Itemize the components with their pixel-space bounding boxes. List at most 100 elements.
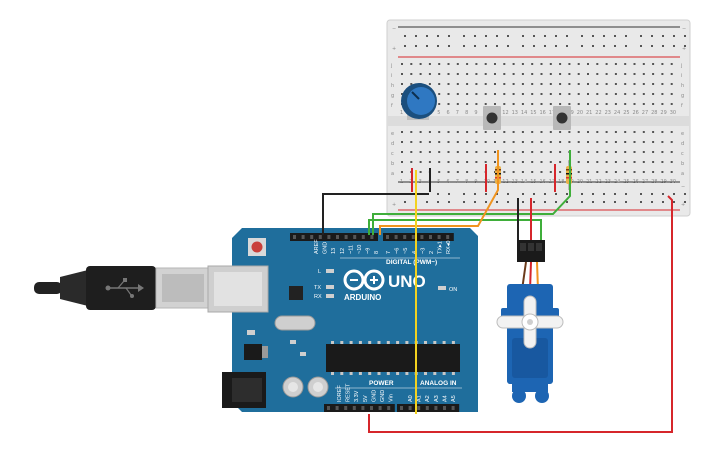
terminal-hole[interactable] [605,141,608,143]
rail-hole[interactable] [544,193,546,195]
terminal-hole[interactable] [419,161,422,163]
terminal-hole[interactable] [475,151,478,153]
rail-hole[interactable] [662,45,664,47]
terminal-hole[interactable] [475,161,478,163]
terminal-hole[interactable] [642,131,645,133]
terminal-hole[interactable] [661,131,664,133]
terminal-hole[interactable] [503,93,506,95]
terminal-hole[interactable] [577,141,580,143]
terminal-hole[interactable] [652,73,655,75]
header-pin[interactable] [437,235,441,239]
terminal-hole[interactable] [438,63,441,65]
terminal-hole[interactable] [549,103,552,105]
terminal-hole[interactable] [596,171,599,173]
terminal-hole[interactable] [438,103,441,105]
rail-hole[interactable] [522,35,524,37]
terminal-hole[interactable] [605,131,608,133]
terminal-hole[interactable] [484,93,487,95]
terminal-hole[interactable] [410,63,413,65]
terminal-hole[interactable] [447,131,450,133]
terminal-hole[interactable] [447,93,450,95]
terminal-hole[interactable] [587,161,589,163]
terminal-hole[interactable] [587,63,589,65]
terminal-hole[interactable] [447,141,450,143]
terminal-hole[interactable] [642,103,645,105]
terminal-hole[interactable] [456,161,459,163]
terminal-hole[interactable] [596,83,599,85]
terminal-hole[interactable] [587,83,589,85]
terminal-hole[interactable] [642,161,645,163]
rail-hole[interactable] [426,201,428,203]
terminal-hole[interactable] [624,83,627,85]
terminal-hole[interactable] [503,83,506,85]
terminal-hole[interactable] [484,131,487,133]
terminal-hole[interactable] [466,93,469,95]
terminal-hole[interactable] [512,151,515,153]
rail-hole[interactable] [673,45,675,47]
terminal-hole[interactable] [559,171,562,173]
terminal-hole[interactable] [670,161,673,163]
terminal-hole[interactable] [512,83,515,85]
header-pin[interactable] [336,235,339,239]
terminal-hole[interactable] [661,63,664,65]
terminal-hole[interactable] [484,161,487,163]
rail-hole[interactable] [555,193,557,195]
terminal-hole[interactable] [466,131,469,133]
terminal-hole[interactable] [568,93,571,95]
terminal-hole[interactable] [438,83,441,85]
terminal-hole[interactable] [540,93,543,95]
rail-hole[interactable] [684,201,686,203]
terminal-hole[interactable] [633,63,636,65]
wire-orange-button-left[interactable] [379,150,499,235]
terminal-hole[interactable] [401,141,403,143]
terminal-hole[interactable] [642,63,645,65]
terminal-hole[interactable] [568,83,571,85]
rail-hole[interactable] [463,201,465,203]
terminal-hole[interactable] [503,171,506,173]
rail-hole[interactable] [566,201,568,203]
rail-hole[interactable] [581,193,583,195]
terminal-hole[interactable] [661,73,664,75]
analog-pin-header[interactable] [397,404,460,412]
rail-hole[interactable] [448,45,450,47]
terminal-hole[interactable] [456,131,459,133]
terminal-hole[interactable] [428,73,431,75]
terminal-hole[interactable] [577,93,580,95]
terminal-hole[interactable] [559,63,562,65]
rail-hole[interactable] [684,193,686,195]
terminal-hole[interactable] [661,141,664,143]
terminal-hole[interactable] [410,83,413,85]
terminal-hole[interactable] [633,161,636,163]
terminal-hole[interactable] [559,161,562,163]
rail-hole[interactable] [673,201,675,203]
header-pin[interactable] [301,235,305,239]
terminal-hole[interactable] [531,83,534,85]
rail-hole[interactable] [566,193,568,195]
header-pin[interactable] [352,406,356,410]
terminal-hole[interactable] [577,151,580,153]
terminal-hole[interactable] [484,63,487,65]
terminal-hole[interactable] [652,141,655,143]
terminal-hole[interactable] [652,151,655,153]
terminal-hole[interactable] [447,151,450,153]
terminal-hole[interactable] [401,171,403,173]
rail-hole[interactable] [603,35,605,37]
terminal-hole[interactable] [587,103,589,105]
terminal-hole[interactable] [466,151,469,153]
rail-hole[interactable] [603,45,605,47]
terminal-hole[interactable] [410,131,413,133]
terminal-hole[interactable] [624,103,627,105]
rail-hole[interactable] [640,35,642,37]
terminal-hole[interactable] [419,73,422,75]
terminal-hole[interactable] [549,151,552,153]
terminal-hole[interactable] [410,161,413,163]
rail-hole[interactable] [522,193,524,195]
header-pin[interactable] [344,235,348,239]
rail-hole[interactable] [614,193,616,195]
terminal-hole[interactable] [587,131,589,133]
rail-hole[interactable] [448,201,450,203]
terminal-hole[interactable] [652,83,655,85]
rail-hole[interactable] [507,45,509,47]
rail-hole[interactable] [592,193,594,195]
rail-hole[interactable] [581,45,583,47]
